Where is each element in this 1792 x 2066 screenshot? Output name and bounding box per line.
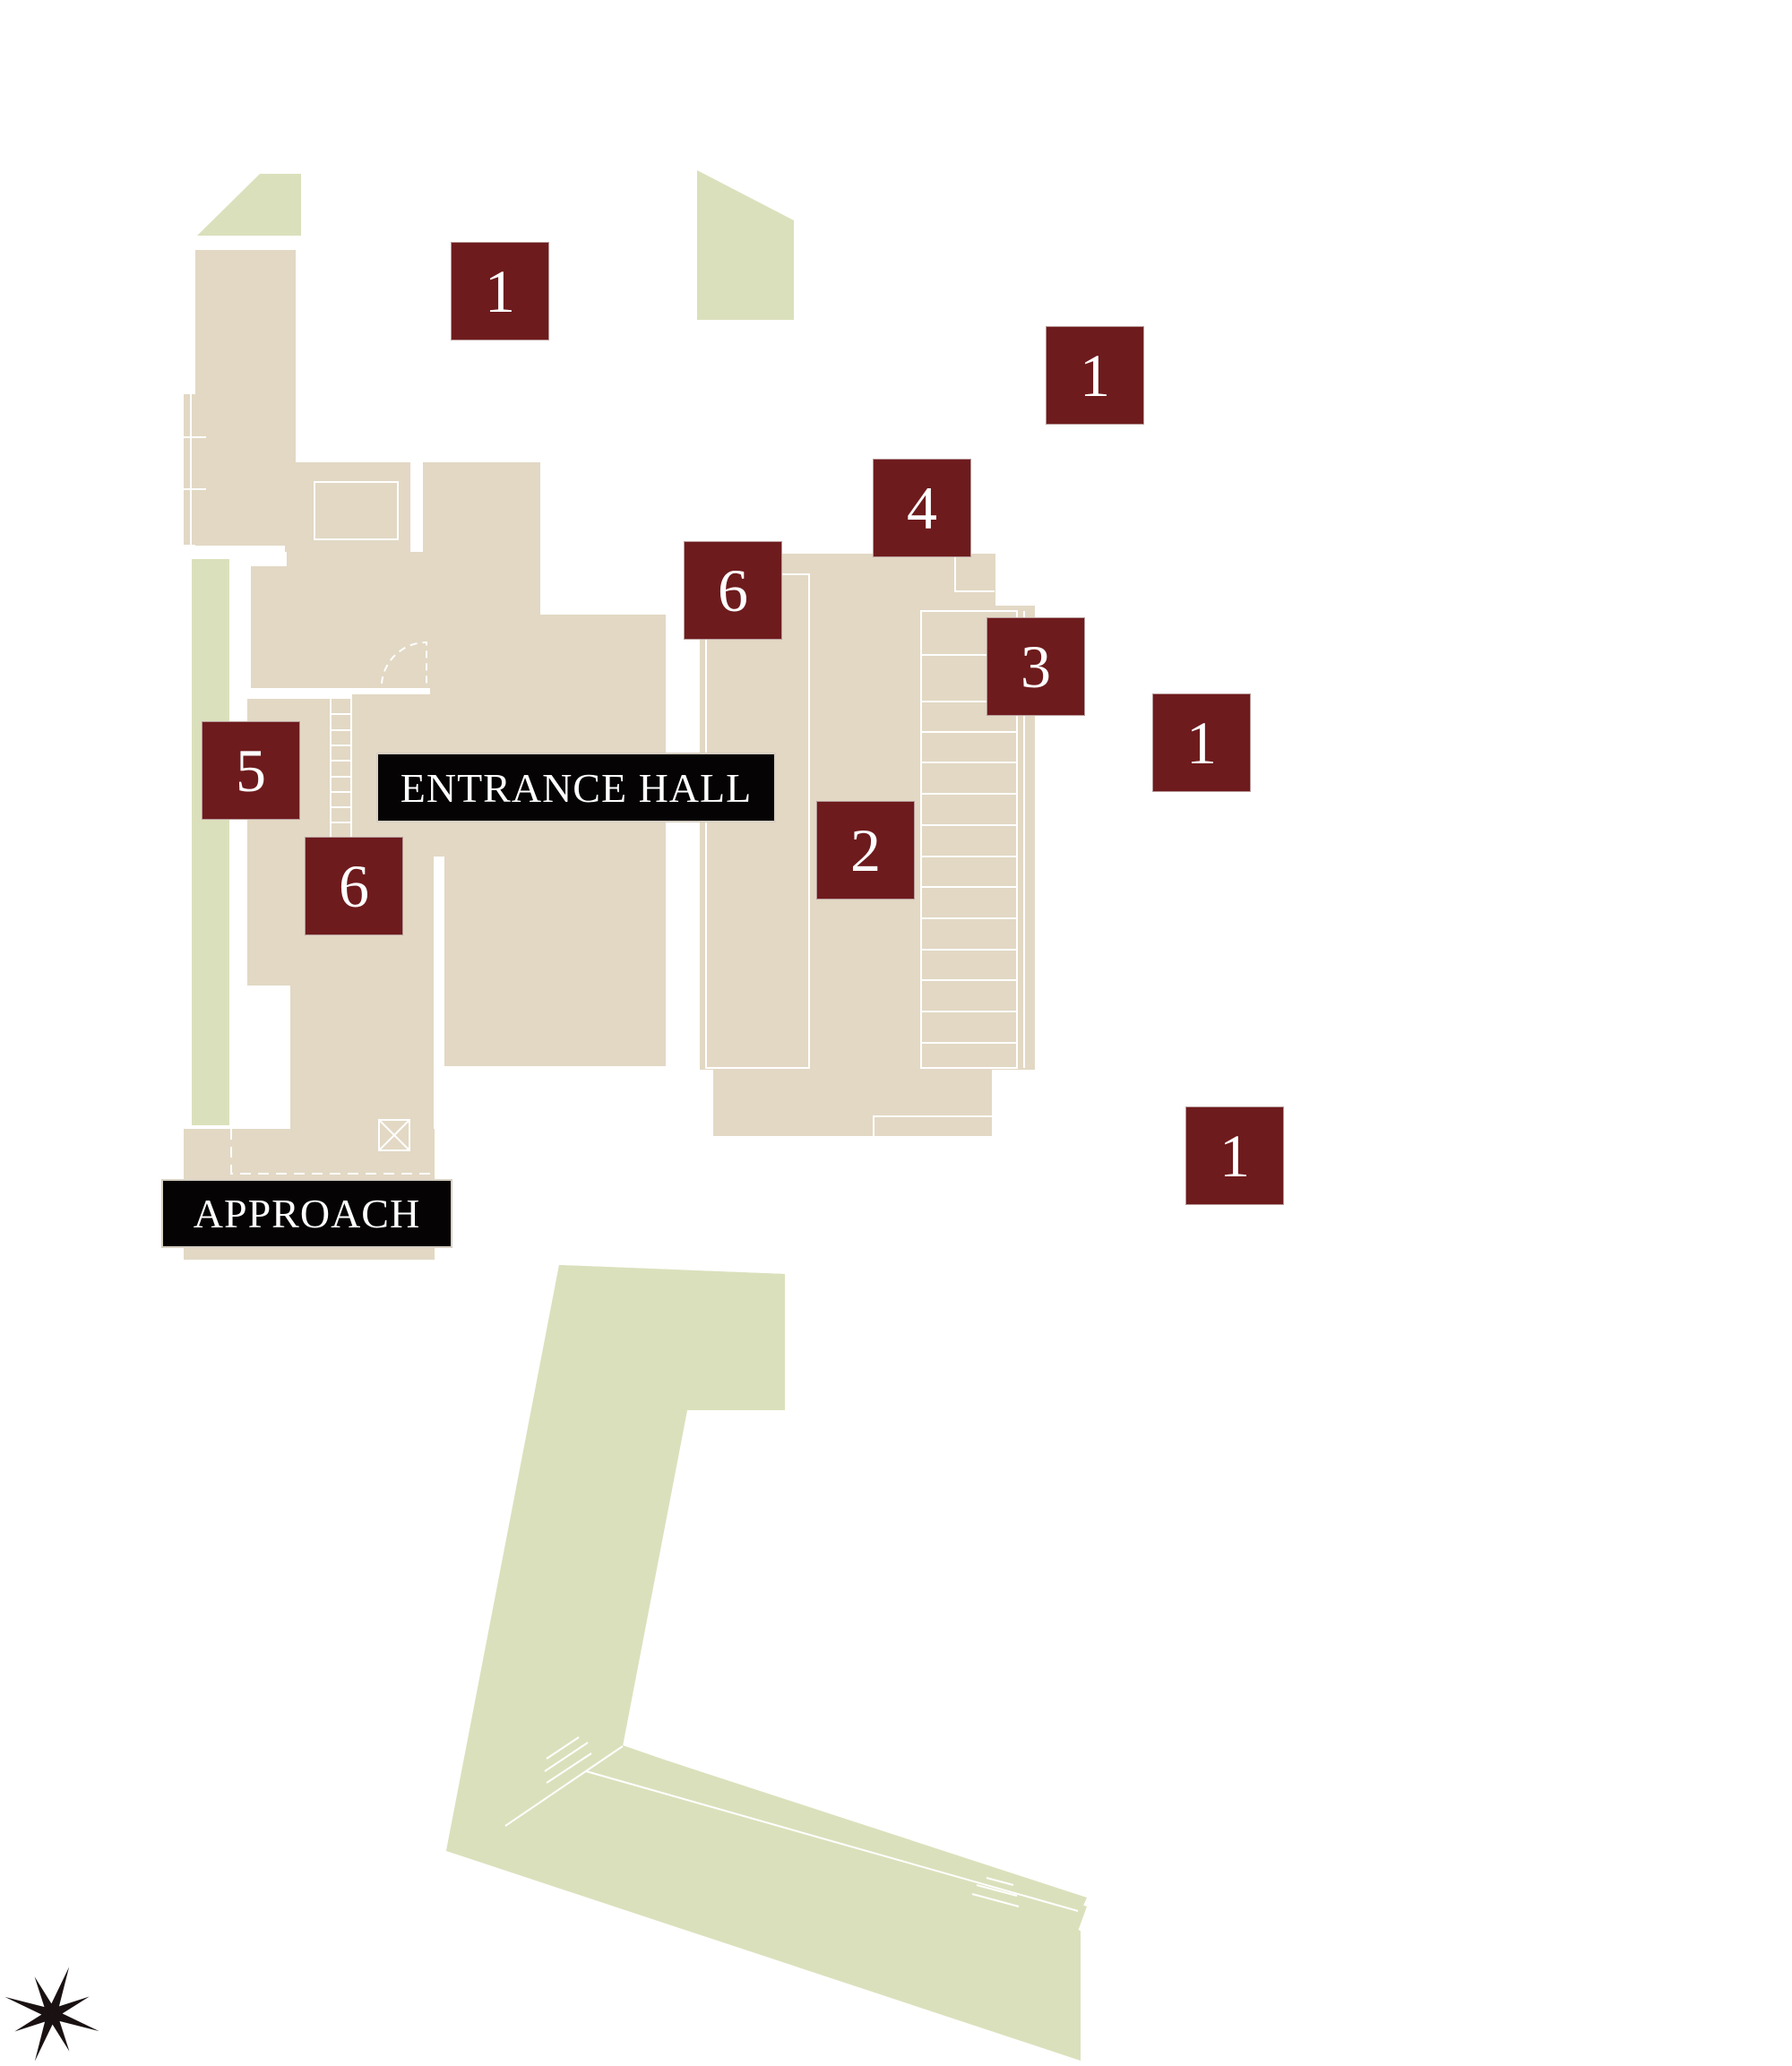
garden-top-center [697,170,794,320]
area-badge-5[interactable]: 5 [202,721,300,820]
area-badge-2[interactable]: 2 [816,801,915,900]
area-badge-1[interactable]: 1 [1152,693,1251,792]
approach-label[interactable]: APPROACH [161,1179,452,1248]
area-badge-6[interactable]: 6 [684,541,782,640]
compass-rose-icon [4,1967,99,2062]
stair-treads-right [921,654,1017,1044]
area-badge-1[interactable]: 1 [451,242,549,340]
area-badge-6[interactable]: 6 [305,837,403,935]
left-wing-top [195,250,296,546]
stair-treads-left [330,699,352,837]
bath-room [285,462,410,552]
voids [233,986,290,1129]
area-badge-4[interactable]: 4 [873,459,971,557]
garden-bottom-shape [446,1265,1087,2061]
area-badge-1[interactable]: 1 [1046,326,1144,425]
garden-lines [504,1686,1079,1912]
area-badge-1[interactable]: 1 [1185,1106,1284,1205]
right-lower-extension [713,1066,992,1136]
area-badge-3[interactable]: 3 [986,617,1085,716]
garden-top-left-wedge [197,174,301,236]
entrance-hall-label[interactable]: ENTRANCE HALL [376,753,776,822]
